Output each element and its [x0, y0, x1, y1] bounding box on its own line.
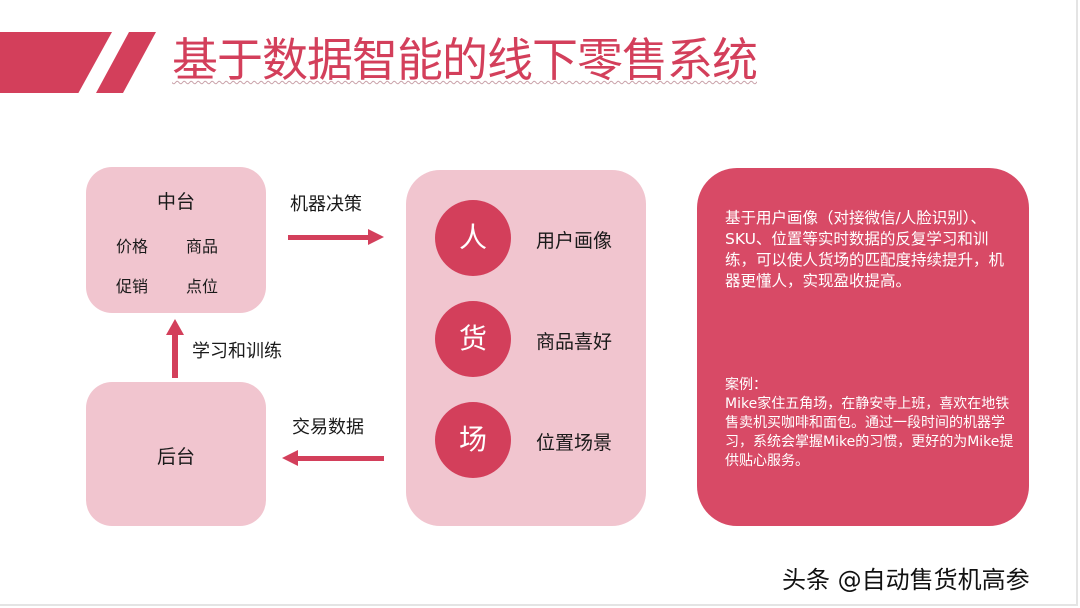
middle-platform-items: 价格 商品 促销 点位: [116, 233, 246, 297]
case-text: Mike家住五角场，在静安寺上班，喜欢在地铁售卖机买咖啡和面包。通过一段时间的机…: [725, 396, 1014, 469]
page-title: 基于数据智能的线下零售系统: [172, 33, 758, 87]
people-goods-place-box: 人 用户画像 货 商品喜好 场 位置场景: [406, 170, 646, 526]
title-banner-bar: [0, 32, 112, 93]
info-box: 基于用户画像（对接微信/人脸识别）、SKU、位置等实时数据的反复学习和训练，可以…: [697, 168, 1029, 526]
middle-platform-box: 中台 价格 商品 促销 点位: [86, 167, 266, 313]
case-block: 案例： Mike家住五角场，在静安寺上班，喜欢在地铁售卖机买咖啡和面包。通过一段…: [725, 376, 1015, 471]
middle-platform-title: 中台: [156, 191, 195, 213]
info-paragraph: 基于用户画像（对接微信/人脸识别）、SKU、位置等实时数据的反复学习和训练，可以…: [725, 209, 1005, 290]
arrow-left-icon: [282, 450, 384, 466]
location-scene-label: 位置场景: [536, 432, 613, 454]
circle-goods: 货: [435, 301, 511, 377]
back-platform-box: 后台: [86, 382, 266, 526]
circle-place: 场: [435, 402, 511, 478]
back-platform-title: 后台: [156, 446, 195, 468]
arrow-right-icon: [288, 229, 384, 245]
user-profile-label: 用户画像: [536, 230, 613, 252]
product-preference-label: 商品喜好: [536, 331, 613, 353]
arrow-up-icon: [166, 319, 184, 378]
circle-people: 人: [435, 200, 511, 276]
learning-training-label: 学习和训练: [192, 341, 282, 362]
item-product: 商品: [186, 237, 219, 256]
watermark: 头条 @自动售货机高参: [782, 566, 1030, 594]
item-price: 价格: [116, 237, 149, 256]
item-location: 点位: [186, 277, 219, 296]
item-promotion: 促销: [116, 277, 149, 296]
case-title: 案例：: [725, 377, 767, 393]
transaction-data-label: 交易数据: [292, 417, 364, 438]
machine-decision-label: 机器决策: [290, 194, 362, 215]
